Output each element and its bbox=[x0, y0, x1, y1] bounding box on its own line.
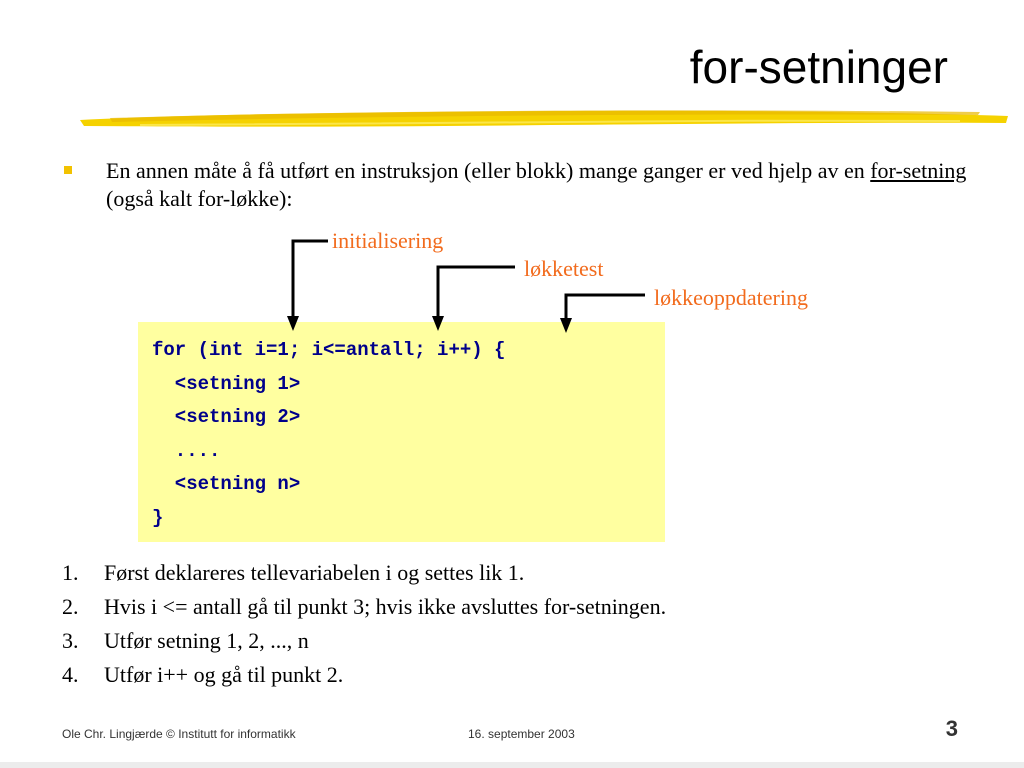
step-number: 3. bbox=[62, 628, 79, 653]
code-line: .... bbox=[152, 439, 221, 462]
code-line: <setning n> bbox=[152, 473, 301, 495]
step-text: Først deklareres tellevariabelen i og se… bbox=[104, 560, 525, 585]
slide-title: for-setninger bbox=[689, 41, 948, 93]
code-line: <setning 2> bbox=[152, 406, 301, 428]
steps-list: 1. Først deklareres tellevariabelen i og … bbox=[62, 556, 666, 692]
step-number: 2. bbox=[62, 594, 79, 619]
step-text: Utfør i++ og gå til punkt 2. bbox=[104, 662, 344, 687]
annotation-initialisering: initialisering bbox=[332, 228, 444, 253]
annotation-lokketest: løkketest bbox=[524, 256, 604, 281]
page-number: 3 bbox=[945, 716, 958, 741]
annotation-lokkeoppdatering: løkkeoppdatering bbox=[654, 285, 808, 310]
arrow-lokketest bbox=[436, 265, 515, 320]
list-item: 1. Først deklareres tellevariabelen i og … bbox=[62, 556, 666, 590]
arrowhead-update-icon bbox=[560, 318, 572, 333]
intro-bullet: En annen måte å få utført en instruksjon… bbox=[62, 157, 972, 213]
intro-text-before: En annen måte å få utført en instruksjon… bbox=[106, 158, 871, 183]
code-line: } bbox=[152, 506, 164, 529]
step-number: 1. bbox=[62, 560, 79, 585]
intro-text-after: (også kalt for-løkke): bbox=[106, 186, 293, 211]
arrowhead-init-icon bbox=[287, 316, 299, 331]
code-line: <setning 1> bbox=[152, 372, 301, 395]
step-text: Hvis i <= antall gå til punkt 3; hvis ik… bbox=[104, 594, 667, 619]
title-underline-stroke bbox=[80, 110, 1008, 127]
code-line: for (int i=1; i<=antall; i++) { bbox=[152, 339, 506, 361]
bottom-strip bbox=[0, 762, 1024, 768]
step-number: 4. bbox=[62, 662, 79, 687]
arrowhead-test-icon bbox=[432, 316, 444, 331]
arrow-lokkeoppdatering bbox=[564, 293, 645, 322]
bullet-square-icon bbox=[64, 166, 72, 174]
list-item: 4. Utfør i++ og gå til punkt 2. bbox=[62, 658, 666, 692]
arrow-initialisering bbox=[291, 239, 328, 320]
list-item: 2. Hvis i <= antall gå til punkt 3; hvis … bbox=[62, 590, 666, 624]
intro-bullet-text: En annen måte å få utført en instruksjon… bbox=[106, 157, 972, 213]
for-setning-term: for-setning bbox=[870, 158, 967, 183]
footer-date: 16. september 2003 bbox=[468, 727, 575, 741]
code-block: for (int i=1; i<=antall; i++) { <setning… bbox=[138, 322, 665, 542]
footer-author: Ole Chr. Lingjærde © Institutt for infor… bbox=[62, 727, 296, 741]
step-text: Utfør setning 1, 2, ..., n bbox=[104, 628, 309, 653]
list-item: 3. Utfør setning 1, 2, ..., n bbox=[62, 624, 666, 658]
code-lines: for (int i=1; i<=antall; i++) { <setning… bbox=[152, 334, 505, 535]
